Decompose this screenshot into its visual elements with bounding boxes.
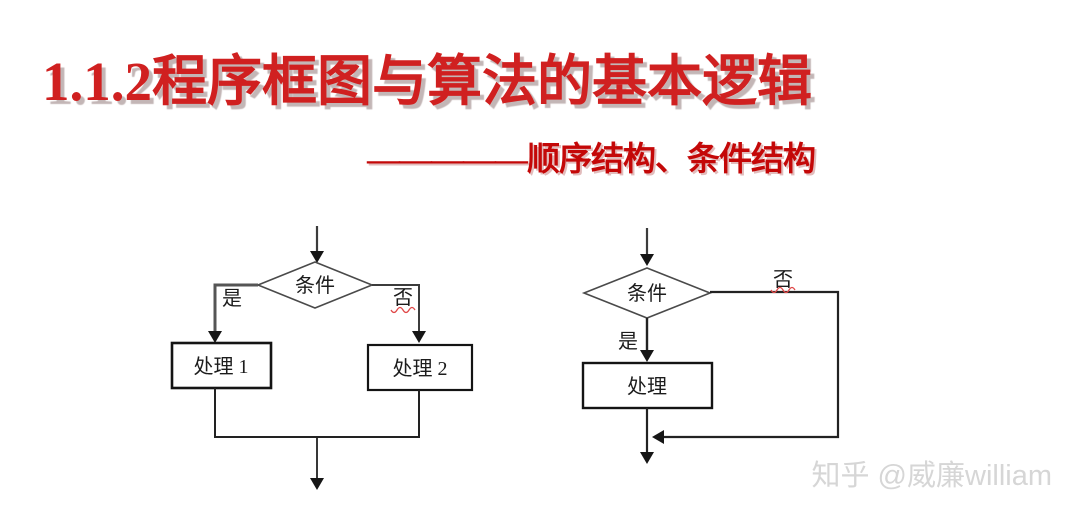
left-process2-label: 处理 2 — [393, 357, 448, 380]
left-no-label: 否 — [393, 287, 413, 309]
right-no-label: 否 — [773, 269, 793, 291]
subtitle: —————顺序结构、条件结构 — [367, 142, 816, 178]
left-yes-branch-line — [213, 283, 258, 332]
left-process1-box — [170, 341, 273, 390]
left-process1-label: 处理 1 — [194, 355, 249, 378]
right-process-box — [581, 361, 714, 410]
watermark: 知乎 @威廉william — [811, 460, 1053, 492]
right-loop-arrowhead-icon — [652, 430, 664, 444]
left-condition-label: 条件 — [295, 274, 335, 297]
left-decision-diamond — [255, 261, 375, 309]
right-exit-arrowhead-icon — [640, 452, 654, 464]
flowchart-right: 条件 是 处理 否 — [581, 228, 840, 464]
right-no-squiggle-underline — [770, 286, 796, 294]
left-no-squiggle-underline — [390, 306, 416, 314]
right-process-label: 处理 — [627, 375, 667, 398]
left-entry-arrowhead-icon — [310, 251, 324, 263]
right-yes-arrowhead-icon — [640, 350, 654, 362]
left-no-arrowhead-icon — [412, 331, 426, 343]
left-no-branch-line — [372, 284, 420, 332]
right-entry-arrowhead-icon — [640, 254, 654, 266]
flowchart-left: 条件 是 否 处理 1 处理 2 — [170, 226, 474, 490]
page-title: 1.1.2程序框图与算法的基本逻辑 — [42, 51, 813, 112]
right-condition-label: 条件 — [627, 282, 667, 305]
left-exit-arrowhead-icon — [310, 478, 324, 490]
left-merge-connector-line — [214, 388, 420, 438]
left-yes-label: 是 — [222, 288, 242, 310]
right-yes-label: 是 — [618, 331, 638, 353]
left-yes-arrowhead-icon — [208, 331, 222, 343]
